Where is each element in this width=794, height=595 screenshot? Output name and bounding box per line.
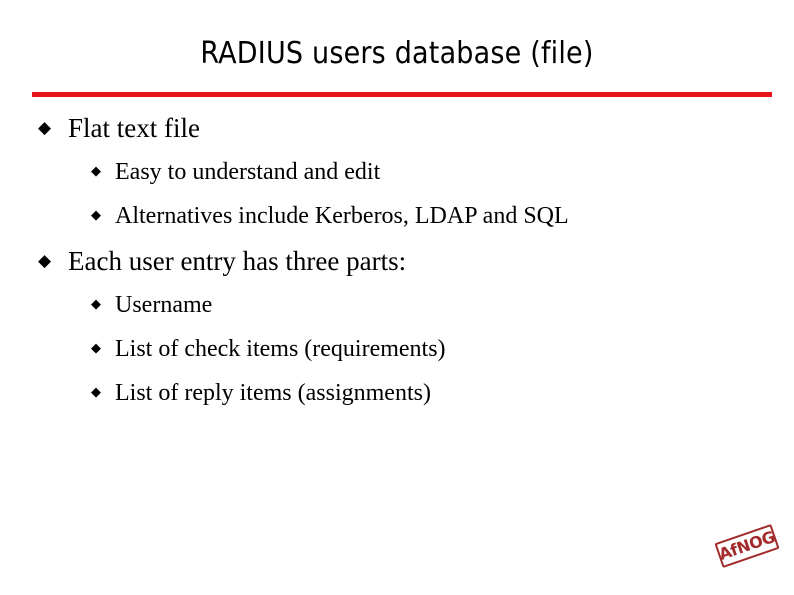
list-item: ◆ Each user entry has three parts: xyxy=(0,245,794,290)
list-item-label: Alternatives include Kerberos, LDAP and … xyxy=(115,203,569,229)
title-divider xyxy=(32,92,772,97)
list-item: ◆ Flat text file xyxy=(0,112,794,157)
list-item-label: Flat text file xyxy=(68,113,200,143)
list-item: ◆ Username xyxy=(0,290,794,334)
list-item: ◆ List of check items (requirements) xyxy=(0,334,794,378)
list-item-label: List of reply items (assignments) xyxy=(115,380,431,406)
list-item: ◆ Easy to understand and edit xyxy=(0,157,794,201)
afnog-logo-stamp-border: AfNOG xyxy=(714,523,780,569)
diamond-bullet-icon: ◆ xyxy=(91,296,101,311)
afnog-logo: AfNOG xyxy=(711,521,783,575)
list-item: ◆ List of reply items (assignments) xyxy=(0,378,794,422)
page-title: RADIUS users database (file) xyxy=(200,36,594,71)
list-item-label: Each user entry has three parts: xyxy=(68,246,407,276)
list-item: ◆ Alternatives include Kerberos, LDAP an… xyxy=(0,201,794,245)
diamond-bullet-icon: ◆ xyxy=(91,207,101,222)
diamond-bullet-icon: ◆ xyxy=(91,163,101,178)
bullet-list: ◆ Flat text file ◆ Easy to understand an… xyxy=(0,112,794,422)
list-item-label: Easy to understand and edit xyxy=(115,159,381,185)
list-item-label: List of check items (requirements) xyxy=(115,336,446,362)
afnog-logo-label: AfNOG xyxy=(716,527,778,564)
list-item-label: Username xyxy=(115,292,213,318)
diamond-bullet-icon: ◆ xyxy=(91,384,101,399)
diamond-bullet-icon: ◆ xyxy=(38,118,52,137)
diamond-bullet-icon: ◆ xyxy=(91,340,101,355)
diamond-bullet-icon: ◆ xyxy=(38,251,52,270)
